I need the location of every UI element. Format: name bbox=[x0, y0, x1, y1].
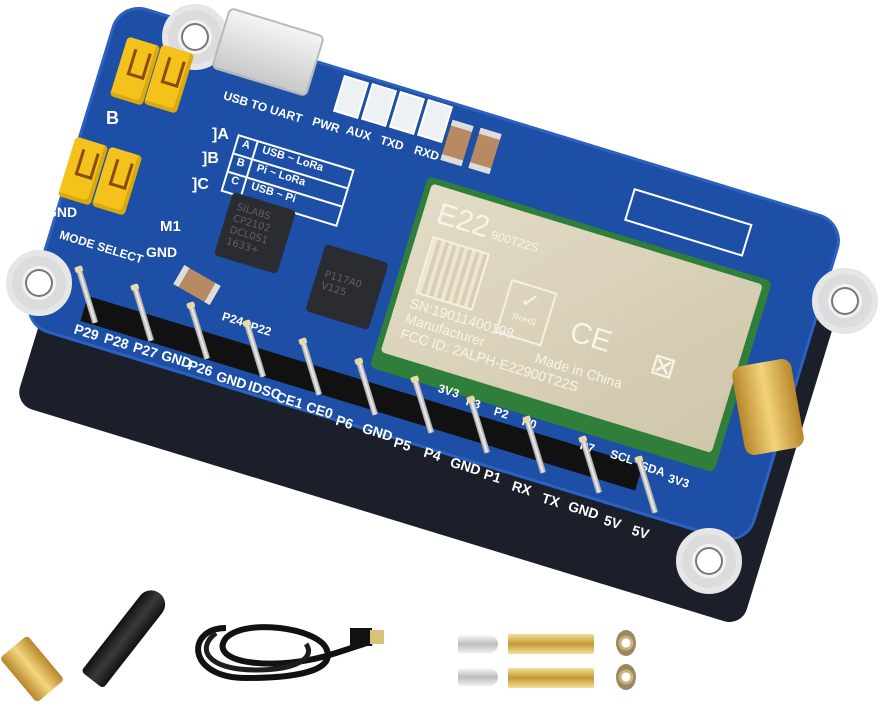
usb-cable bbox=[195, 624, 384, 682]
ce-mark: CE bbox=[566, 315, 616, 360]
module-variant: 900T22S bbox=[489, 227, 541, 256]
mode-bracket-b: ]B bbox=[202, 150, 219, 167]
mounting-hole-left bbox=[6, 250, 72, 316]
mode-bracket-c: ]C bbox=[192, 176, 209, 193]
usb-a-plug-metal bbox=[370, 630, 384, 644]
mode-bracket-a: ]A bbox=[212, 126, 229, 143]
screw bbox=[458, 635, 498, 653]
usb-a-plug-housing bbox=[350, 628, 372, 646]
hex-nut bbox=[616, 664, 636, 690]
jumper-label-m1: M1 bbox=[160, 218, 181, 235]
weee-bin-icon: ⊠ bbox=[646, 347, 680, 387]
hex-nut bbox=[616, 630, 636, 656]
brass-standoff bbox=[508, 668, 594, 688]
screw bbox=[458, 668, 498, 686]
jumper-label-m1-gnd: GND bbox=[146, 244, 178, 260]
jumper-label-gnd: GND bbox=[46, 204, 78, 220]
mounting-hole-right bbox=[812, 268, 878, 334]
brass-standoff bbox=[508, 634, 594, 654]
mounting-hole-bottom-right bbox=[676, 528, 742, 594]
jumper-label-b: B bbox=[106, 108, 119, 128]
